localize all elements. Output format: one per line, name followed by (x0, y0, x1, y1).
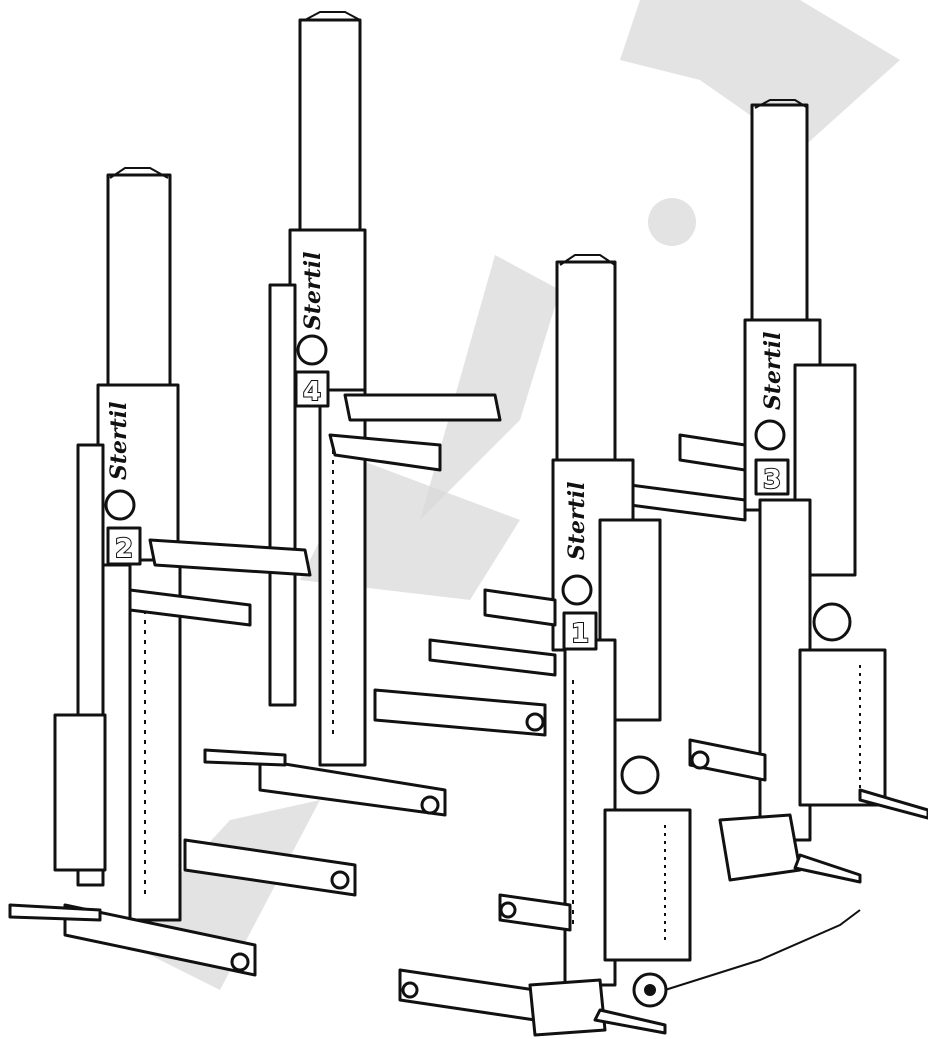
column-1-power-unit (603, 808, 692, 962)
column-1-fork-lower (428, 638, 557, 677)
column-3-number: 3 (763, 465, 781, 495)
column-4-leg-right (373, 688, 547, 737)
column-4-logo-icon (296, 334, 328, 366)
column-4-leg-front (258, 758, 447, 817)
column-3-brand-label: Stertil (760, 331, 786, 410)
column-1-fork-upper (483, 588, 557, 627)
column-1-base-block (528, 978, 607, 1037)
column-4-carriage (288, 228, 367, 392)
lift-column-4: 4 Stertil (203, 11, 547, 817)
column-4-brand-label: Stertil (300, 251, 326, 330)
column-1-brand-label: Stertil (564, 481, 590, 560)
column-2-mast-top (106, 173, 172, 397)
lift-column-1: 1 Stertil (398, 254, 861, 1037)
column-2-fork-lower (128, 588, 252, 627)
column-4-number: 4 (303, 377, 321, 407)
column-3-base-block (718, 813, 802, 882)
column-2-logo-icon (104, 489, 136, 521)
column-3-mast-top (750, 103, 809, 332)
column-2-power-unit (53, 713, 107, 872)
column-3-leg-left (688, 738, 767, 782)
lift-column-2: 2 Stertil (8, 167, 357, 977)
column-2-leg-front (63, 903, 257, 977)
column-2-number: 2 (115, 534, 133, 564)
column-3-logo-icon (754, 419, 786, 451)
column-1-mast-top (555, 260, 617, 474)
column-4-number-plate (294, 370, 330, 408)
column-3-power-unit (798, 648, 887, 807)
column-4-mast-top (298, 18, 362, 237)
column-1-logo-icon (561, 574, 593, 606)
column-1-tow-handle (664, 909, 861, 991)
column-4-fork-upper (343, 393, 502, 422)
column-4-fork-lower (328, 433, 442, 472)
column-3-fork (678, 433, 747, 472)
column-2-brand-label: Stertil (106, 401, 132, 480)
column-1-number: 1 (571, 619, 589, 649)
column-2-leg-right (183, 838, 357, 897)
column-2-number-plate (106, 526, 142, 566)
lift-column-3: 3 Stertil (628, 99, 928, 884)
column-1-leg-front (398, 968, 537, 1022)
column-3-number-plate (754, 458, 790, 496)
column-2-fork-upper (148, 538, 312, 577)
column-1-number-plate (562, 611, 598, 651)
